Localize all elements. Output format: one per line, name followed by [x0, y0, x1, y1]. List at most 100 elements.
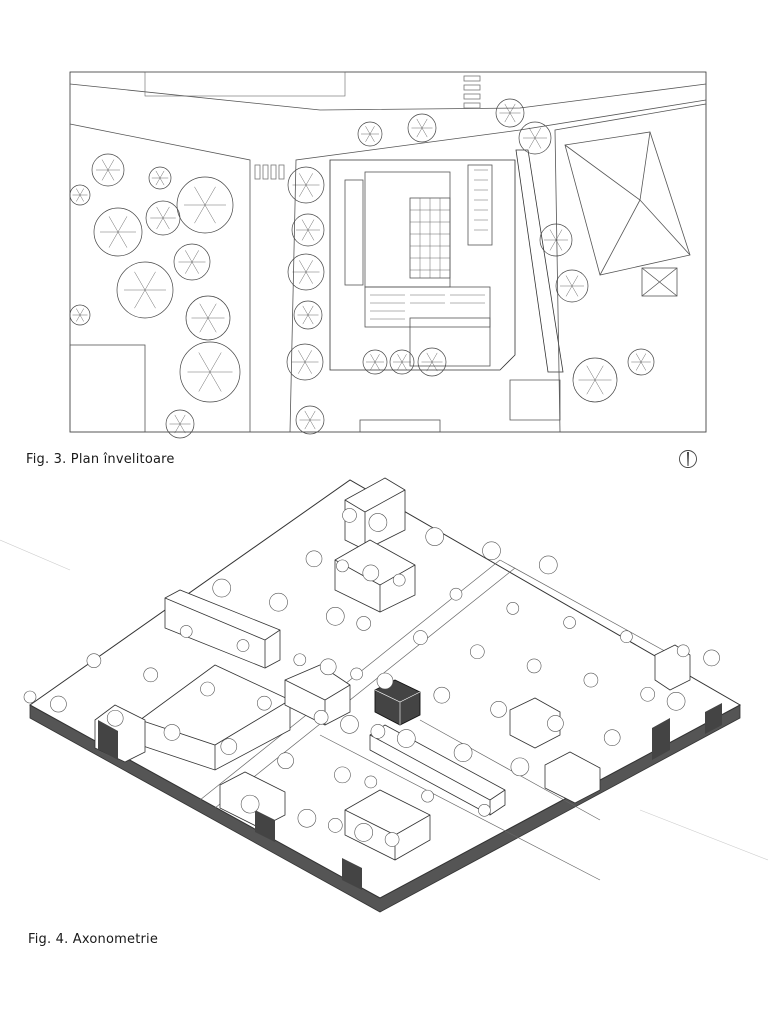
tree-canopy [357, 121, 383, 147]
tree-canopy [539, 223, 573, 257]
axo-tree [212, 578, 231, 598]
axo-tree [583, 672, 599, 688]
axo-tree [277, 752, 294, 770]
axo-tree [305, 550, 323, 568]
tree-canopy [286, 343, 324, 381]
axo-tree [392, 573, 406, 587]
axo-tree [563, 616, 576, 629]
axo-tree [666, 692, 686, 711]
stair [344, 179, 364, 286]
axo-tree [236, 639, 250, 652]
figure-3-caption: Fig. 3. Plan învelitoare [26, 452, 175, 467]
roof-plan-drawing [69, 71, 707, 439]
axo-tree [433, 686, 451, 704]
axo-tree [106, 709, 124, 727]
tree-canopy [627, 348, 655, 376]
axo-tree [319, 658, 337, 676]
project-building [374, 679, 421, 726]
axo-tree [23, 690, 37, 704]
axo-tree [506, 602, 520, 615]
street-edge [289, 99, 707, 433]
tree-canopy [116, 261, 174, 319]
axo-tree [547, 715, 564, 732]
tree-canopy [69, 304, 91, 326]
plan-frame [69, 71, 707, 433]
axo-tree [482, 541, 501, 561]
crosswalk [254, 75, 481, 180]
axo-tree [526, 658, 542, 674]
roof-area [364, 286, 491, 328]
site-outline [329, 159, 516, 371]
axo-tree [370, 724, 386, 739]
plan-block [69, 344, 146, 433]
tree-canopy [287, 166, 325, 204]
axonometric-drawing [0, 477, 768, 913]
axo-tree [603, 729, 621, 746]
courtyard [409, 317, 491, 367]
hatched-strip [144, 71, 346, 97]
tree-canopy [362, 349, 388, 375]
axo-tree [336, 559, 349, 573]
axo-tree [256, 695, 272, 711]
plan-block [509, 379, 561, 421]
axo-tree [676, 644, 690, 658]
tree-canopy [389, 349, 415, 375]
axo-tree [453, 743, 473, 763]
axo-tree [297, 808, 317, 828]
axo-tree [179, 625, 193, 638]
axo-tree [313, 710, 329, 725]
north-arrow-icon [679, 450, 697, 468]
tree-canopy [495, 98, 525, 128]
axo-tree [396, 729, 416, 748]
axo-tree [269, 592, 288, 612]
axo-tree [538, 555, 558, 575]
axo-tree [364, 775, 378, 789]
axo-tree [425, 527, 445, 546]
axo-tree [327, 818, 343, 833]
axo-tree [490, 701, 507, 718]
axo-tree [86, 653, 102, 668]
axo-tree [354, 823, 374, 842]
roof-area [467, 164, 493, 246]
axo-tree [340, 715, 359, 734]
axo-tree [368, 513, 388, 532]
roof-ridges [564, 131, 691, 276]
axo-tree [50, 695, 67, 713]
tree-canopy [179, 341, 241, 403]
axo-tree [293, 653, 307, 667]
roof-box [641, 267, 678, 297]
plan-block [359, 419, 441, 433]
tree-canopy [91, 153, 125, 187]
roads [199, 559, 691, 881]
axo-trees [23, 508, 720, 847]
axo-tree [220, 738, 238, 755]
tree-canopy [69, 184, 91, 206]
tree-canopy [185, 295, 231, 341]
street-edge [69, 83, 707, 111]
axo-tree [334, 766, 351, 784]
tree-canopy [407, 113, 437, 143]
axo-tree [620, 630, 633, 643]
axo-tree [325, 607, 345, 626]
axo-tree [384, 832, 400, 847]
axo-tree [240, 794, 260, 814]
tree-canopy [295, 405, 325, 435]
planted-strip [515, 149, 564, 373]
tree-canopy [176, 176, 234, 234]
axo-tree [478, 803, 491, 817]
hip-roof [564, 131, 691, 276]
tree-canopies [69, 98, 655, 439]
axo-tree [413, 630, 428, 645]
axo-tree [469, 644, 485, 660]
tree-canopy [93, 207, 143, 257]
axo-tree [703, 649, 720, 667]
axo-tree [421, 789, 434, 803]
grid-lines [370, 169, 488, 320]
axo-tree [143, 667, 158, 683]
axo-tree [350, 667, 363, 681]
tree-canopy [293, 300, 323, 330]
axo-tree [510, 757, 530, 777]
tree-canopy [572, 357, 618, 403]
tree-canopy [287, 253, 325, 291]
axo-tree [163, 724, 181, 741]
